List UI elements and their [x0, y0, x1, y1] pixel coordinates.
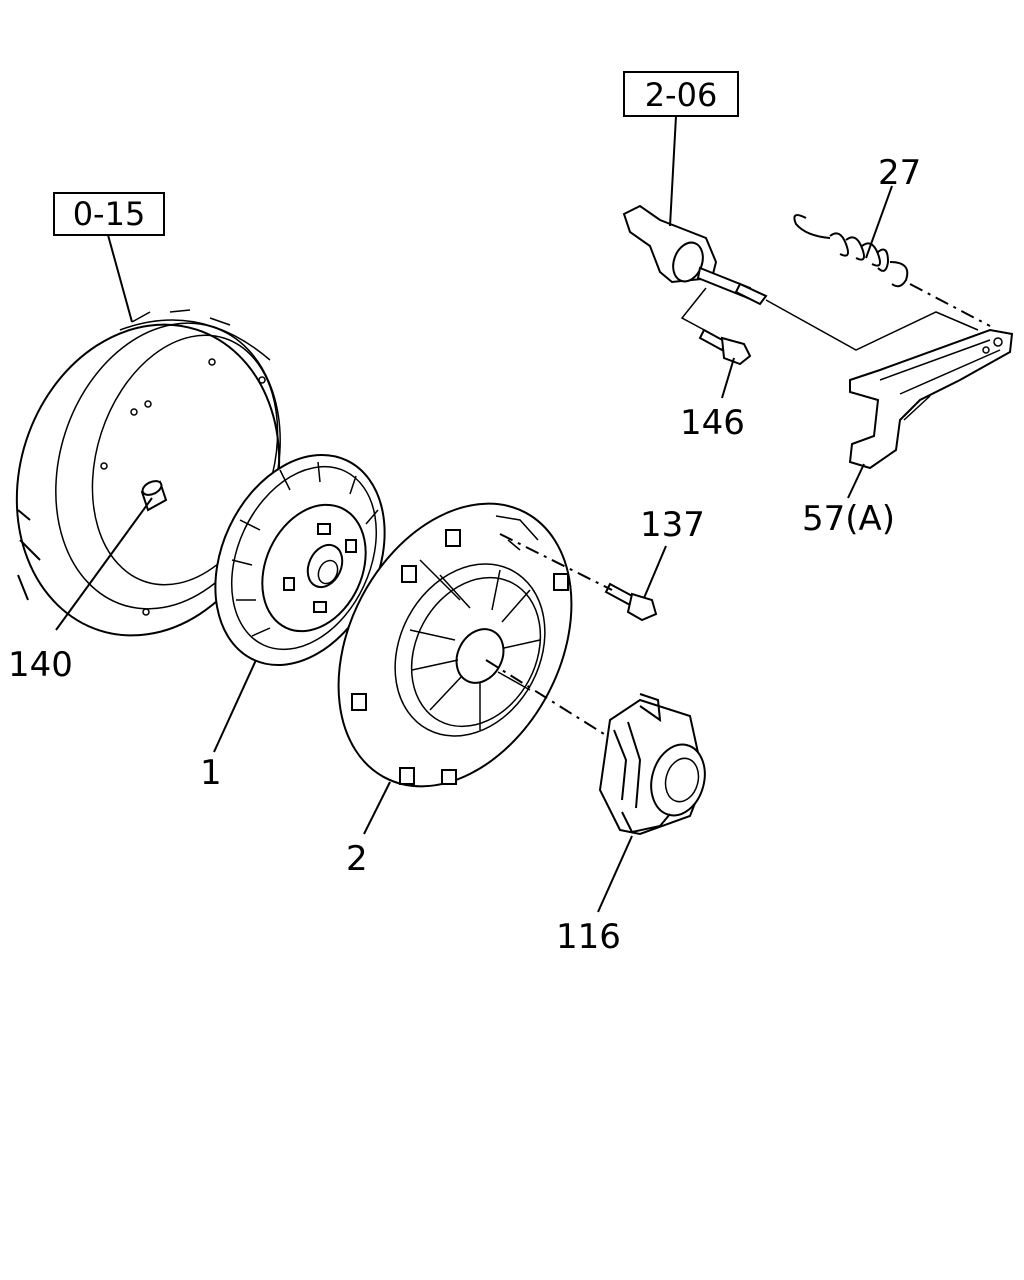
leader-2 [363, 781, 391, 835]
callout-1: 1 [200, 753, 222, 793]
leader-137 [643, 545, 667, 599]
callout-116: 116 [556, 917, 621, 957]
leader-0-15 [107, 234, 133, 323]
callout-57a: 57(A) [802, 499, 895, 539]
leader-lines [55, 115, 893, 913]
clutch-disc [214, 453, 386, 667]
centre-lines [485, 283, 991, 735]
release-bearing [598, 693, 706, 836]
centre-line-bolt-137 [499, 533, 613, 591]
callout-137: 137 [640, 505, 705, 545]
centre-line-pushrod [765, 299, 979, 351]
bolt-137 [604, 582, 658, 622]
return-spring [793, 214, 909, 288]
leader-116 [597, 835, 633, 913]
leader-27 [865, 185, 893, 259]
callout-2: 2 [346, 839, 368, 879]
leader-1 [213, 659, 257, 753]
callout-27: 27 [878, 153, 921, 193]
centre-line-bearing [485, 659, 605, 735]
leader-140 [55, 497, 153, 631]
reference-2-06: 2-06 [623, 71, 739, 117]
leader-2-06 [669, 115, 677, 227]
slave-cylinder [622, 204, 768, 306]
centre-line-spring [909, 283, 991, 327]
bolt-146 [698, 328, 752, 366]
callout-146: 146 [680, 403, 745, 443]
reference-label: 2-06 [645, 76, 718, 114]
callouts: 140 1 2 116 137 146 27 57(A) [8, 153, 921, 957]
leader-57a [847, 463, 865, 499]
callout-140: 140 [8, 645, 73, 685]
leader-146 [721, 357, 735, 399]
reference-0-15: 0-15 [53, 192, 165, 236]
reference-label: 0-15 [73, 195, 146, 233]
release-fork [848, 328, 1014, 470]
centre-line-bolt-146 [680, 287, 709, 333]
pressure-plate [337, 502, 573, 788]
